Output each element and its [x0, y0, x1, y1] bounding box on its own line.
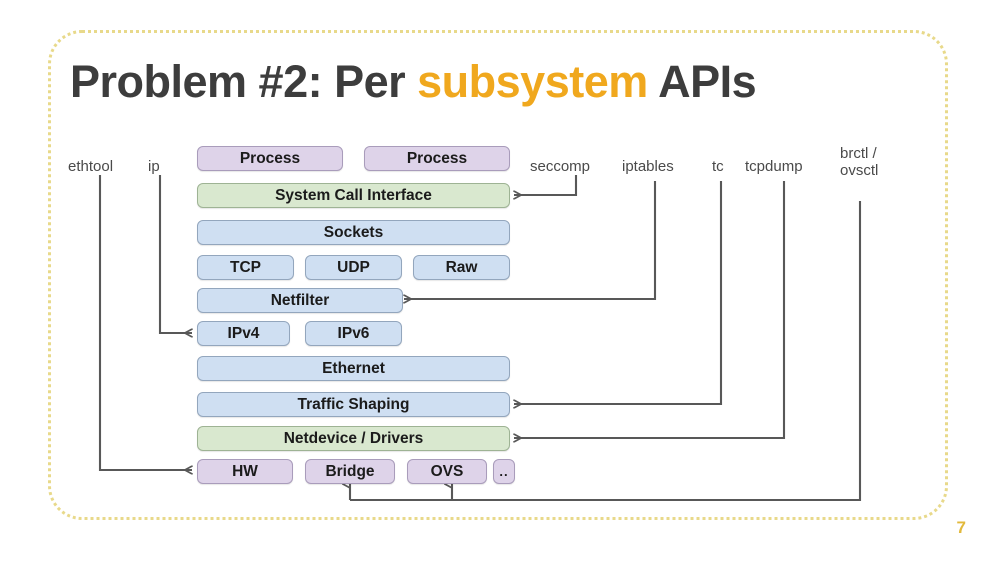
page-number: 7	[956, 518, 966, 537]
box-system-call-interface[interactable]: System Call Interface	[197, 183, 510, 208]
title-suffix: APIs	[647, 56, 757, 107]
page-title: Problem #2: Per subsystem APIs	[70, 56, 757, 107]
box-bridge[interactable]: Bridge	[305, 459, 395, 484]
slide-card	[48, 30, 948, 520]
tool-label-seccomp[interactable]: seccomp	[530, 158, 591, 175]
wire-ethtool-to-hw	[98, 175, 192, 470]
box-ethernet[interactable]: Ethernet	[197, 356, 510, 381]
wire-tc-to-traffic-shaping	[514, 181, 723, 404]
tool-label-iptables[interactable]: iptables	[622, 158, 674, 175]
box-ipv4[interactable]: IPv4	[197, 321, 290, 346]
tool-label-brctl-line2: ovsctl	[840, 162, 879, 180]
box-netfilter[interactable]: Netfilter	[197, 288, 403, 313]
box-udp[interactable]: UDP	[305, 255, 402, 280]
box-sockets[interactable]: Sockets	[197, 220, 510, 245]
tool-label-brctl-line1: brctl /	[840, 145, 877, 162]
tool-label-tcpdump[interactable]: tcpdump	[745, 158, 803, 175]
wire-brctl-trunk	[350, 201, 862, 502]
wire-tcpdump-to-netdevice	[514, 181, 786, 438]
box-raw[interactable]: Raw	[413, 255, 510, 280]
tool-label-ip[interactable]: ip	[148, 158, 160, 175]
box-ipv6[interactable]: IPv6	[305, 321, 402, 346]
tool-label-ethtool[interactable]: ethtool	[68, 158, 114, 175]
title-highlight: subsystem	[417, 56, 648, 107]
box-process-1[interactable]: Process	[197, 146, 343, 171]
box-ovs[interactable]: OVS	[407, 459, 487, 484]
box-hw[interactable]: HW	[197, 459, 293, 484]
wire-seccomp-to-syscall	[514, 175, 578, 195]
tool-label-brctl-ovsctl[interactable]: brctl / ovsctl	[840, 145, 878, 180]
box-process-2[interactable]: Process	[364, 146, 510, 171]
box-ellipsis[interactable]: ..	[493, 459, 515, 484]
box-traffic-shaping[interactable]: Traffic Shaping	[197, 392, 510, 417]
title-prefix: Problem #2: Per	[70, 56, 418, 107]
tool-label-tc[interactable]: tc	[712, 158, 724, 175]
box-tcp[interactable]: TCP	[197, 255, 294, 280]
wire-ip-to-ipv4	[158, 175, 192, 333]
box-netdevice-drivers[interactable]: Netdevice / Drivers	[197, 426, 510, 451]
